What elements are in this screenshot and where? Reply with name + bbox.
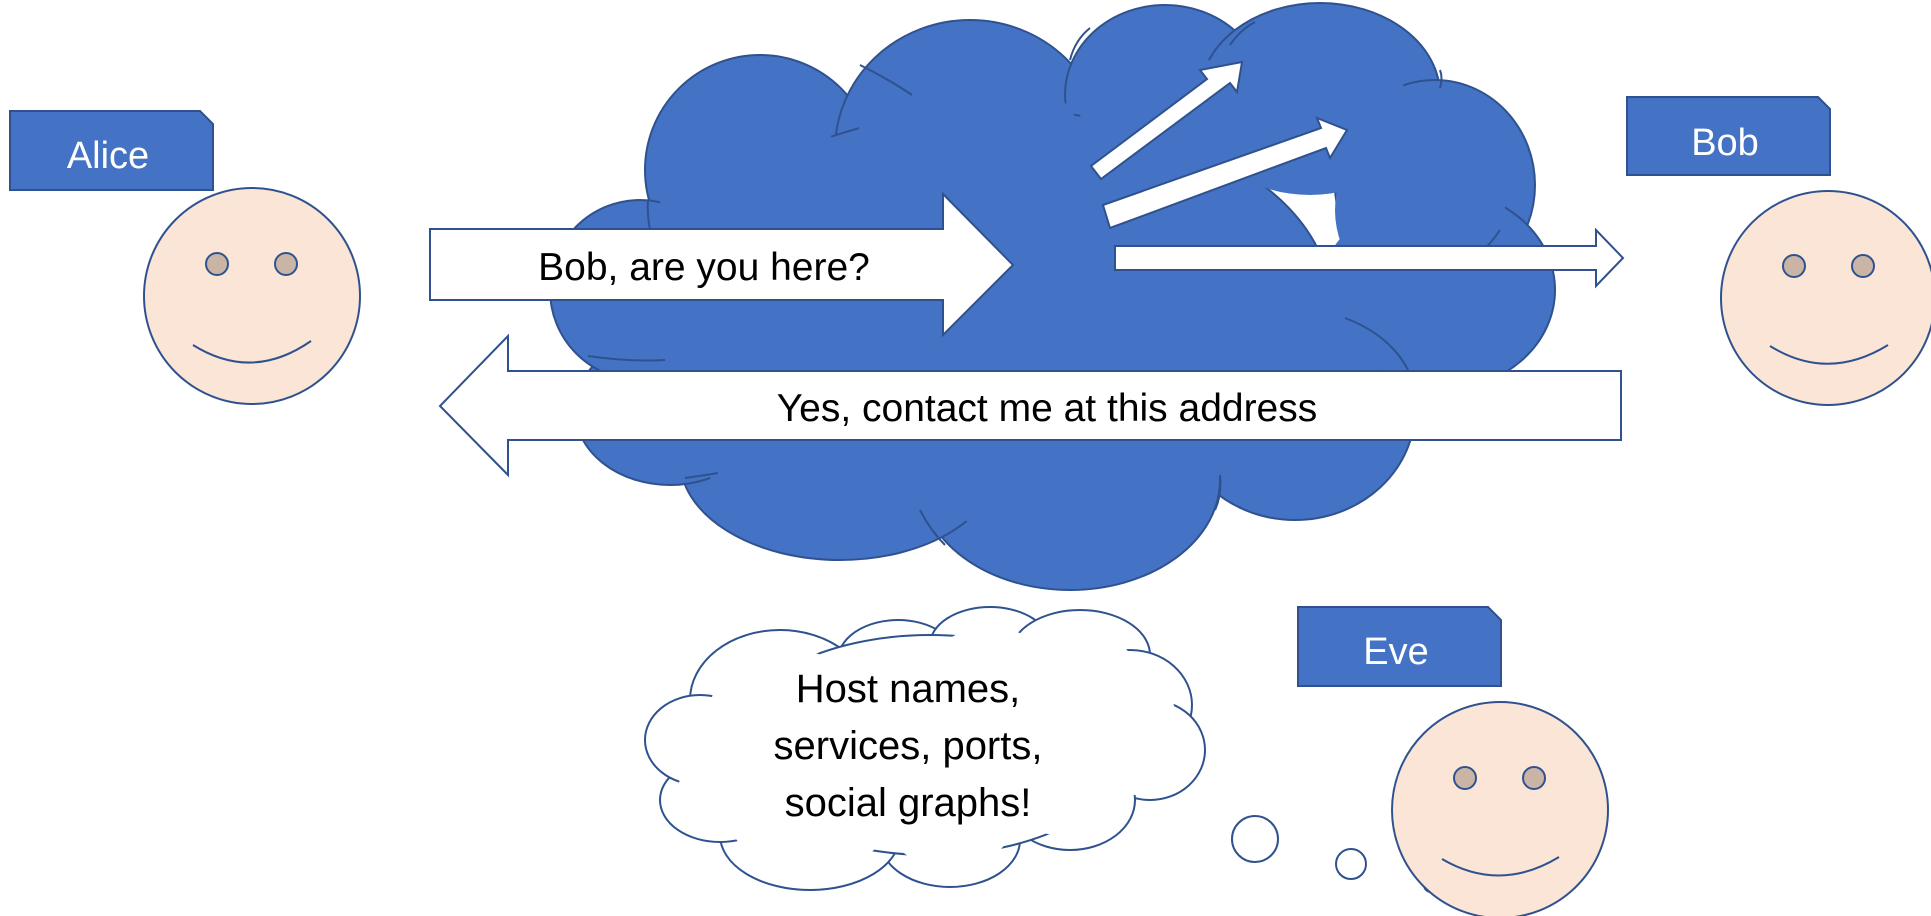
- alice-face: [143, 187, 361, 405]
- eve-thought-line-1: Host names,: [796, 667, 1021, 711]
- multicast-arrow-to-bob: [1114, 227, 1625, 289]
- bob-label: Bob: [1691, 122, 1759, 164]
- thought-trail: [1231, 815, 1439, 893]
- bob-face: [1720, 190, 1931, 406]
- request-message: Bob, are you here?: [538, 246, 870, 289]
- eve-label: Eve: [1363, 631, 1428, 673]
- eve-smile: [1441, 856, 1560, 877]
- bob-name-tag: [1626, 96, 1831, 176]
- bob-smile: [1769, 344, 1889, 365]
- eve-right-eye: [1522, 766, 1546, 790]
- reply-arrow: Yes, contact me at this address: [438, 333, 1622, 478]
- bob: Bob: [1626, 96, 1931, 406]
- alice-smile: [192, 340, 312, 364]
- multicast-arrow-up: [1089, 60, 1244, 181]
- multicast-arrows: [1089, 60, 1625, 289]
- alice-right-eye: [274, 252, 298, 276]
- eve-face: [1391, 701, 1609, 916]
- alice-label: Alice: [67, 135, 149, 177]
- bob-right-eye: [1851, 254, 1875, 278]
- eve-left-eye: [1453, 766, 1477, 790]
- eve: Eve: [1297, 606, 1609, 916]
- alice: Alice: [9, 110, 361, 405]
- multicast-arrow-mid: [1101, 116, 1349, 230]
- request-arrow: Bob, are you here?: [429, 191, 1015, 338]
- bob-left-eye: [1782, 254, 1806, 278]
- eve-name-tag: [1297, 606, 1502, 687]
- thought-trail-medium: [1335, 848, 1367, 880]
- eve-thought-line-2: services, ports,: [774, 724, 1043, 768]
- alice-name-tag: [9, 110, 214, 191]
- eve-thought-line-3: social graphs!: [785, 781, 1032, 825]
- reply-message: Yes, contact me at this address: [777, 387, 1318, 430]
- alice-left-eye: [205, 252, 229, 276]
- eve-thought-bubble: Host names, services, ports, social grap…: [644, 606, 1206, 891]
- thought-trail-large: [1231, 815, 1279, 863]
